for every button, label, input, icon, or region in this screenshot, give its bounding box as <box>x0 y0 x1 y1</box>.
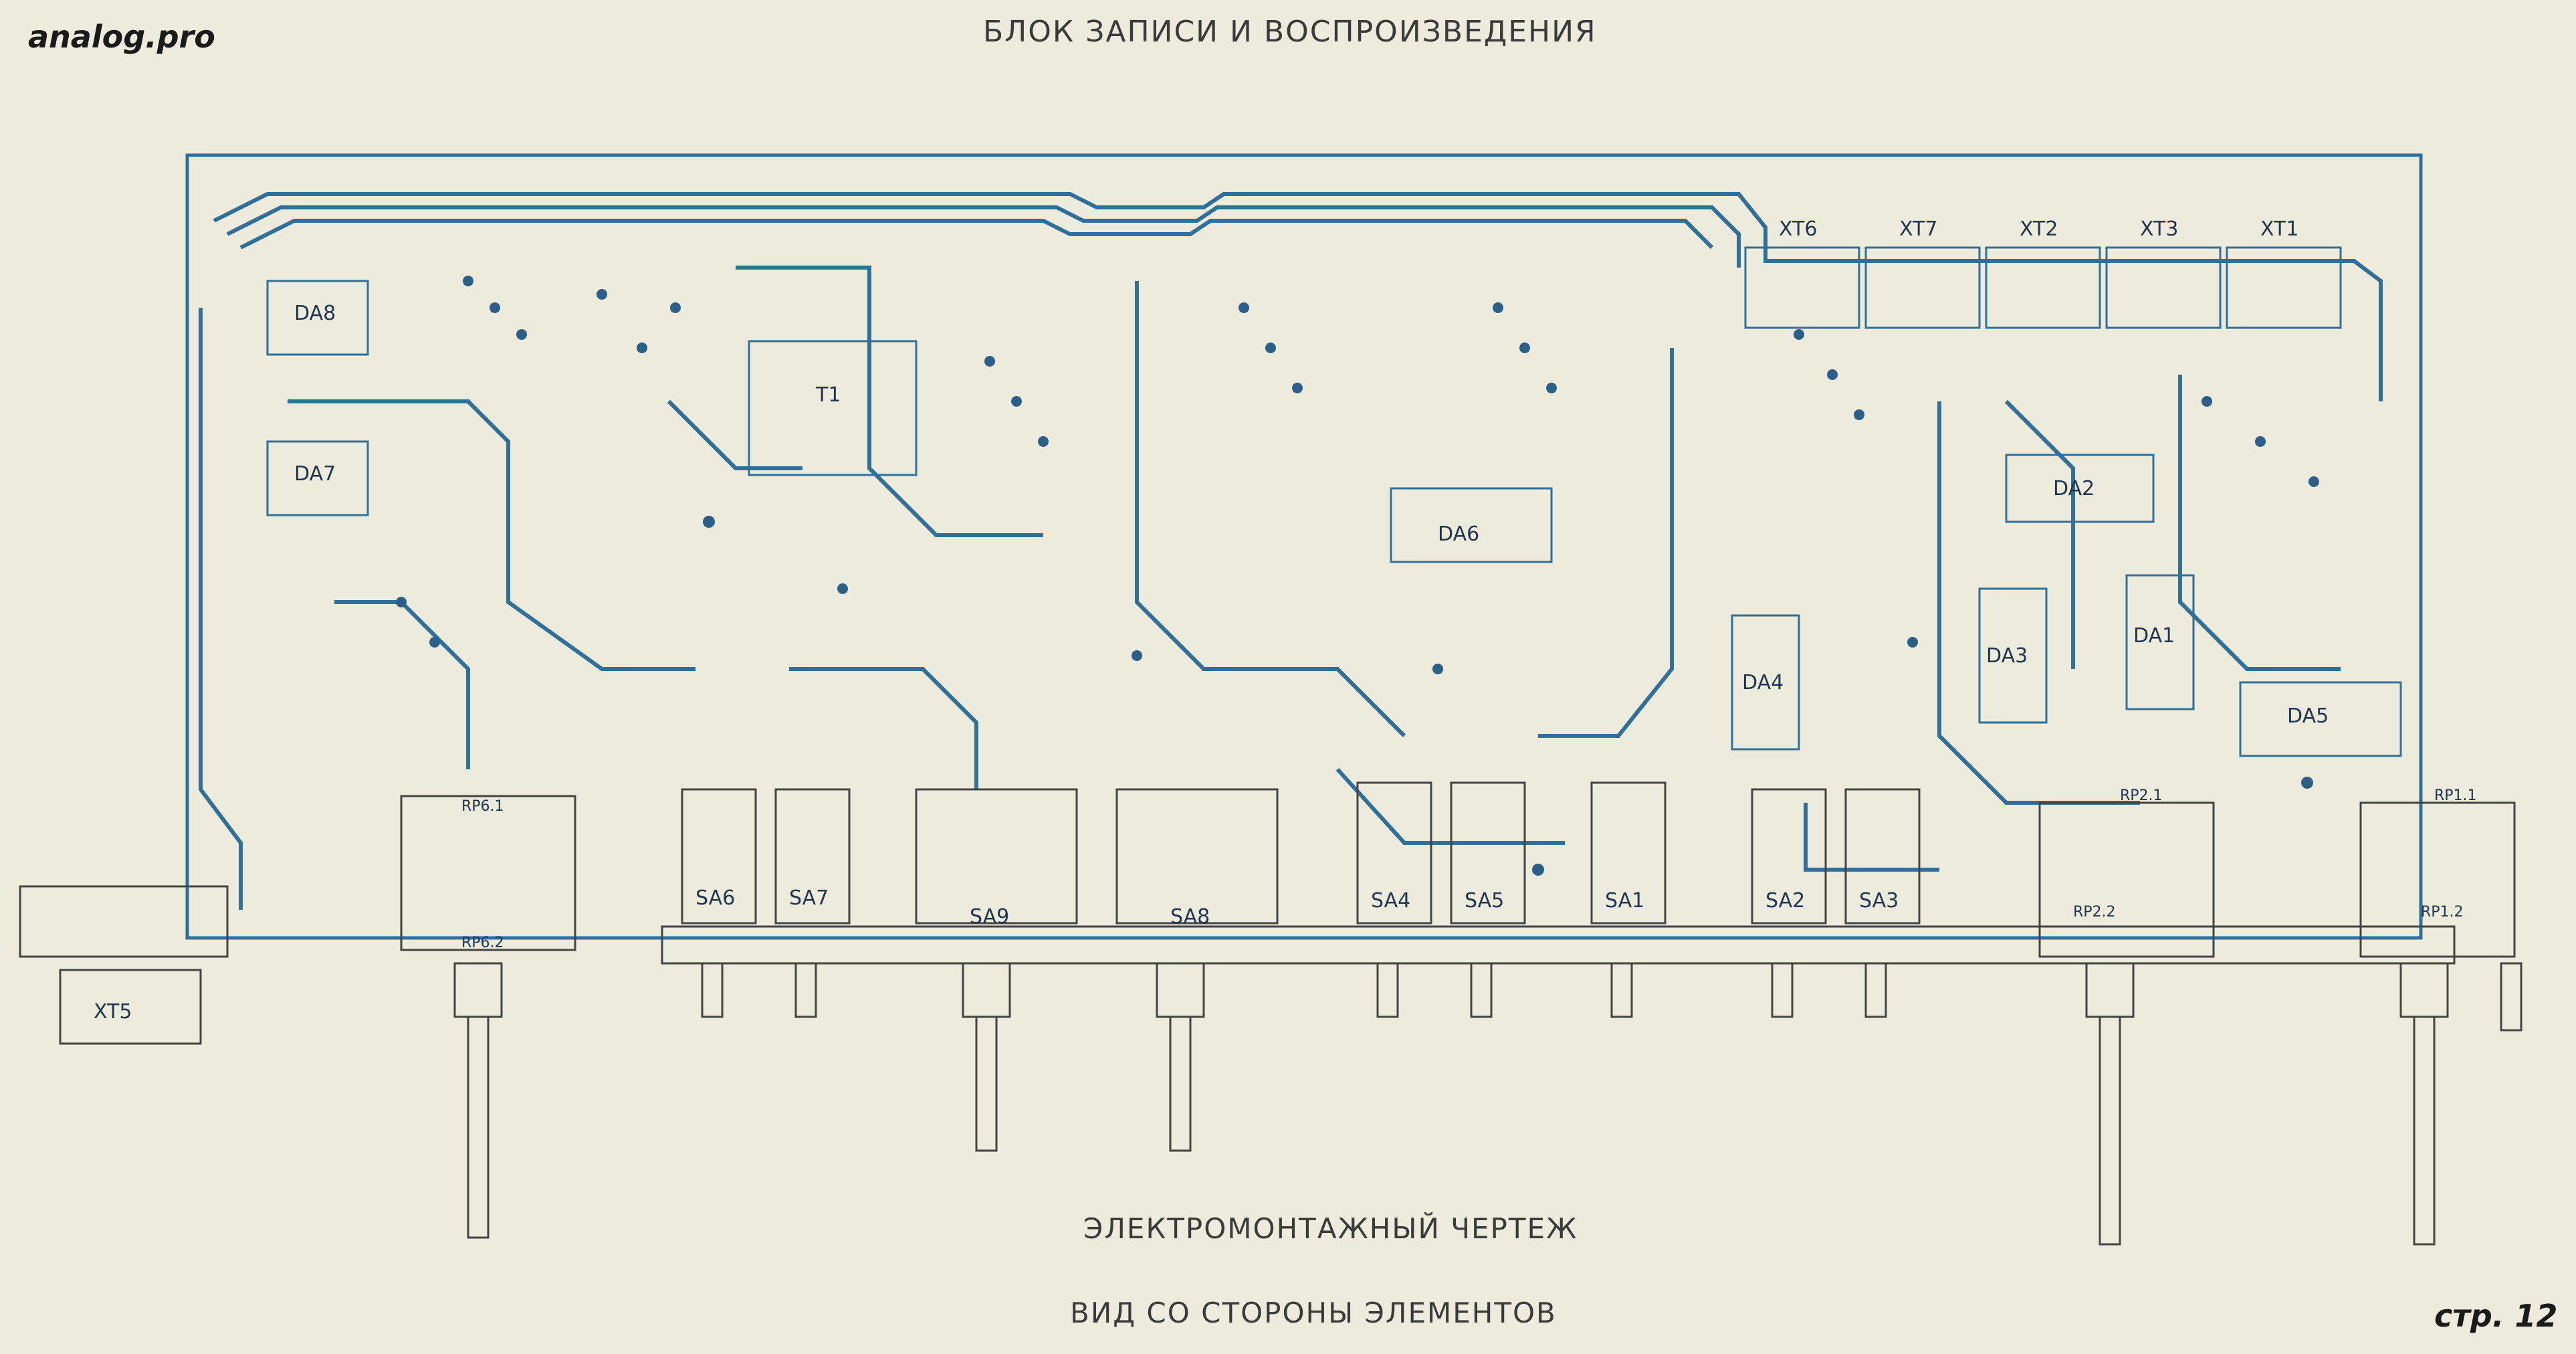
ic-label: DA7 <box>294 462 336 486</box>
transformer-label: T1 <box>815 383 841 407</box>
connector-label: XT7 <box>1899 217 1937 241</box>
switch-blocks <box>681 781 1921 925</box>
switch-label: SA7 <box>789 886 829 910</box>
switch-label: SA2 <box>1765 889 1805 912</box>
drawing-title: ЭЛЕКТРОМОНТАЖНЫЙ ЧЕРТЕЖ <box>1083 1212 1578 1245</box>
switch-label: SA9 <box>970 905 1009 929</box>
potentiometers <box>400 795 2516 958</box>
switch-label: SA1 <box>1605 889 1644 912</box>
solder-pads <box>396 276 2319 876</box>
switch-label: SA5 <box>1465 889 1504 912</box>
ic-label: DA3 <box>1986 644 2028 668</box>
site-logo[interactable]: analog.pro <box>28 19 215 55</box>
pot-label: RP6.2 <box>461 935 504 951</box>
connector-label: XT3 <box>2140 217 2178 241</box>
switch-label: SA6 <box>695 886 735 910</box>
control-shafts <box>453 962 2523 1246</box>
pot-label: RP2.2 <box>2073 904 2116 921</box>
page-number: стр. 12 <box>2434 1298 2558 1334</box>
ic-label: DA1 <box>2133 624 2175 648</box>
ic-label: DA4 <box>1742 671 1784 694</box>
pot-label: RP6.1 <box>461 798 504 815</box>
switch-label: SA8 <box>1170 905 1210 929</box>
drawing-subtitle: ВИД СО СТОРОНЫ ЭЛЕМЕНТОВ <box>1070 1296 1557 1329</box>
ic-label: DA5 <box>2287 704 2329 728</box>
ic-label: DA2 <box>2053 477 2095 500</box>
front-panel-strip <box>661 925 2456 965</box>
pot-label: RP2.1 <box>2120 787 2163 804</box>
page-title: БЛОК ЗАПИСИ И ВОСПРОИЗВЕДЕНИЯ <box>983 15 1597 49</box>
pot-label: RP1.2 <box>2421 904 2464 921</box>
connector-row <box>1744 246 2342 329</box>
connector-label: XT6 <box>1779 217 1817 241</box>
switch-label: SA4 <box>1371 889 1410 912</box>
ic-label: DA6 <box>1438 522 1479 546</box>
trace-bus <box>199 192 2383 910</box>
ic-label: DA8 <box>294 302 336 325</box>
jack-xt5 <box>59 969 202 1045</box>
ic-footprints <box>266 280 2402 757</box>
switch-label: SA3 <box>1859 889 1899 912</box>
jack-label: XT5 <box>94 1000 132 1024</box>
pot-label: RP1.1 <box>2434 787 2477 804</box>
connector-label: XT2 <box>2020 217 2058 241</box>
jack-bracket <box>19 885 229 958</box>
connector-label: XT1 <box>2260 217 2298 241</box>
pcb-outline <box>185 153 2423 940</box>
